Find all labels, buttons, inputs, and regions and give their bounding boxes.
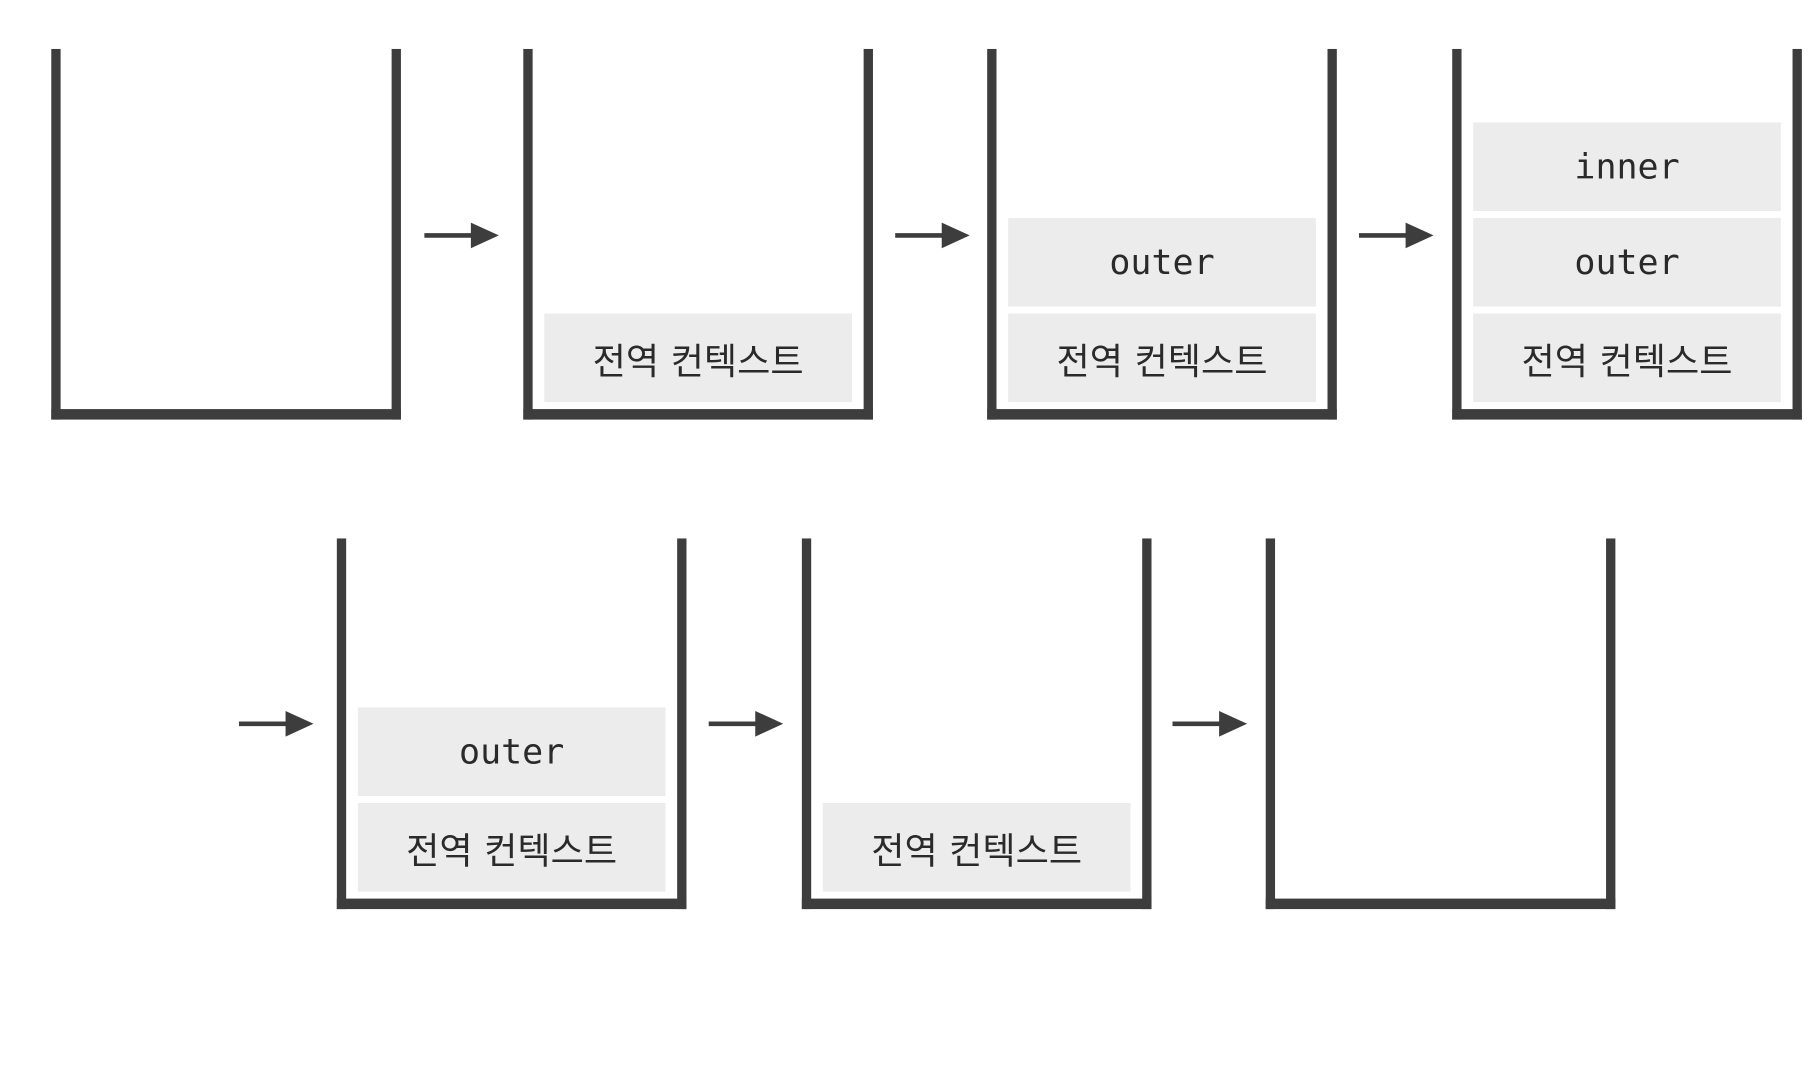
- frame-global-context: 전역 컨텍스트: [1473, 313, 1781, 403]
- frame-outer: outer: [1473, 217, 1781, 307]
- arrow-right-icon: [708, 709, 784, 739]
- arrow-right-icon: [424, 220, 499, 250]
- frame-global-context: 전역 컨텍스트: [357, 803, 666, 892]
- stack-frames: 전역 컨텍스트 outer: [346, 700, 677, 898]
- stack-frames: 전역 컨텍스트 outer: [997, 211, 1328, 409]
- stack-7: [1265, 538, 1616, 910]
- frame-outer: outer: [1008, 217, 1316, 307]
- arrow-right-icon: [238, 709, 314, 739]
- arrow-right-icon: [895, 220, 970, 250]
- stack-5: 전역 컨텍스트 outer: [336, 538, 687, 910]
- frame-global-context: 전역 컨텍스트: [1008, 313, 1316, 403]
- frame-global-context: 전역 컨텍스트: [544, 313, 852, 403]
- stack-2: 전역 컨텍스트: [523, 48, 873, 420]
- arrow-right-icon: [1172, 709, 1248, 739]
- stack-1: [51, 48, 401, 420]
- arrow-right-icon: [1358, 220, 1434, 250]
- stack-frames: 전역 컨텍스트: [811, 796, 1142, 899]
- stack-frames: [61, 402, 392, 409]
- stack-frames: 전역 컨텍스트 outer inner: [1462, 115, 1793, 409]
- stack-4: 전역 컨텍스트 outer inner: [1452, 48, 1802, 420]
- stack-frames: 전역 컨텍스트: [533, 307, 864, 410]
- stack-3: 전역 컨텍스트 outer: [987, 48, 1337, 420]
- frame-global-context: 전역 컨텍스트: [822, 803, 1131, 892]
- stack-frames: [1275, 892, 1606, 899]
- frame-outer: outer: [357, 707, 666, 797]
- frame-inner: inner: [1473, 122, 1781, 211]
- stack-6: 전역 컨텍스트: [801, 538, 1152, 910]
